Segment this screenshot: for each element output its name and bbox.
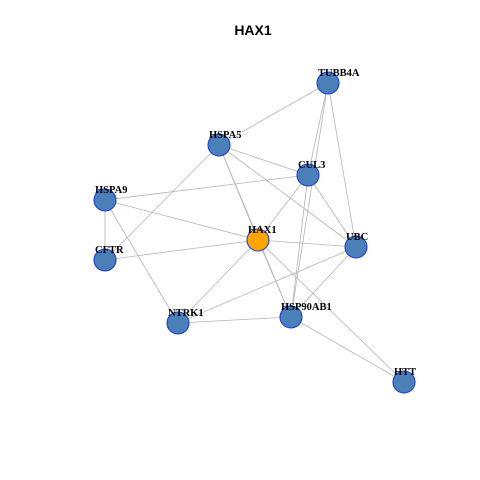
edge-hax1-ntrk1 (177, 239, 259, 324)
edge-cul3-hspa9 (104, 174, 309, 201)
node-label-hax1: HAX1 (248, 225, 277, 236)
node-cul3 (296, 163, 320, 187)
edge-hax1-cftr (104, 239, 259, 261)
edge-tubb4a-cul3 (307, 82, 329, 176)
edge-cul3-hax1 (257, 174, 309, 241)
diagram-title: HAX1 (234, 22, 272, 38)
edge-hspa9-hax1 (104, 199, 259, 241)
node-tubb4a (316, 71, 340, 95)
edge-hspa5-ubc (218, 144, 357, 248)
node-label-tubb4a: TUBB4A (318, 68, 360, 79)
edge-hspa5-cftr (104, 144, 220, 261)
node-hsp90ab1 (279, 305, 303, 329)
edge-ubc-ntrk1 (177, 246, 357, 324)
node-ntrk1 (166, 311, 190, 335)
node-label-cftr: CFTR (95, 245, 124, 256)
node-label-hspa5: HSPA5 (209, 130, 241, 141)
node-label-cul3: CUL3 (298, 160, 325, 171)
edge-hsp90ab1-ntrk1 (177, 316, 292, 324)
node-hspa5 (207, 133, 231, 157)
node-label-ubc: UBC (346, 232, 368, 243)
edge-ubc-hsp90ab1 (290, 246, 357, 318)
node-layer (93, 71, 416, 394)
edge-tubb4a-ubc (327, 82, 357, 248)
edge-tubb4a-hsp90ab1 (290, 82, 329, 318)
edge-hsp90ab1-htt (290, 316, 405, 383)
edge-hspa9-ntrk1 (104, 199, 179, 324)
edge-tubb4a-hspa5 (218, 82, 329, 146)
node-cftr (93, 248, 117, 272)
node-label-htt: HTT (394, 367, 416, 378)
node-label-hspa9: HSPA9 (95, 185, 127, 196)
edge-hax1-htt (257, 239, 405, 383)
node-hspa9 (93, 188, 117, 212)
edge-cul3-ubc (307, 174, 357, 248)
edge-hax1-hsp90ab1 (257, 239, 292, 318)
node-label-ntrk1: NTRK1 (168, 308, 204, 319)
node-label-hsp90ab1: HSP90AB1 (281, 302, 332, 313)
edge-cul3-hsp90ab1 (290, 174, 309, 318)
node-htt (392, 370, 416, 394)
edge-layer (104, 82, 405, 383)
edge-hspa5-cul3 (218, 144, 309, 176)
node-hax1 (246, 228, 270, 252)
edge-hax1-ubc (257, 239, 357, 248)
node-ubc (344, 235, 368, 259)
